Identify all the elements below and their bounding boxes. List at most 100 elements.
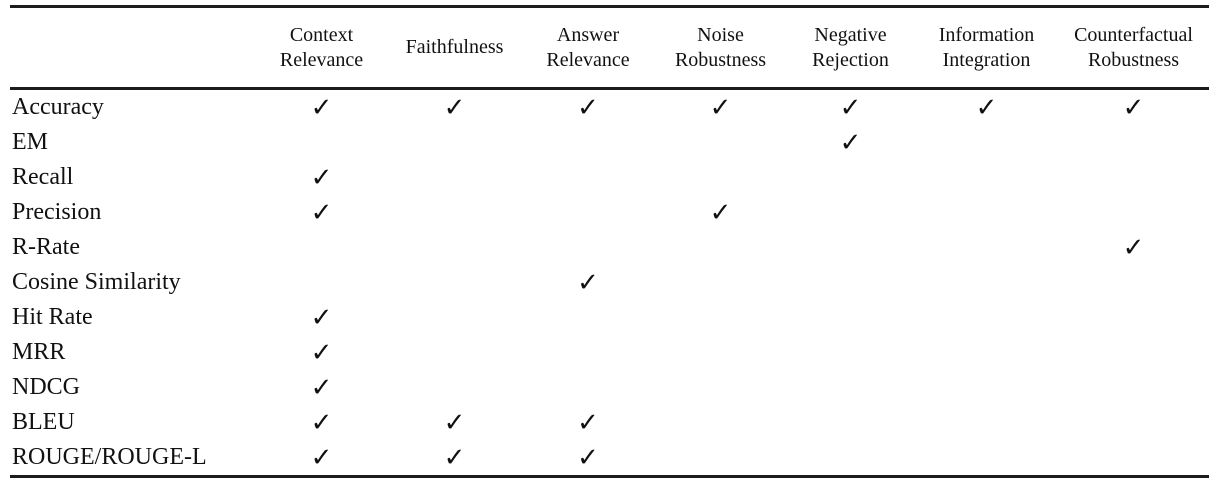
empty-cell (915, 230, 1058, 265)
check-mark: ✓ (839, 92, 862, 123)
check-mark: ✓ (709, 92, 732, 123)
empty-cell (655, 405, 786, 440)
empty-cell (388, 335, 521, 370)
table-header: Context Relevance Faithfulness Answer Re… (10, 6, 1209, 90)
empty-cell (255, 265, 388, 300)
check-mark: ✓ (577, 407, 599, 438)
empty-cell (655, 230, 786, 265)
table-row: BLEU ✓ ✓ ✓ (10, 405, 1209, 440)
check-mark: ✓ (443, 92, 466, 123)
empty-cell (655, 440, 786, 477)
metric-label: Hit Rate (12, 304, 93, 330)
empty-cell (388, 160, 521, 195)
empty-cell (915, 405, 1058, 440)
table-row: NDCG ✓ (10, 370, 1209, 405)
table-row: Recall ✓ (10, 160, 1209, 195)
table-row: Hit Rate ✓ (10, 300, 1209, 335)
empty-cell (786, 265, 915, 300)
metric-label: EM (12, 129, 48, 155)
empty-cell (1058, 405, 1209, 440)
check-mark: ✓ (310, 92, 333, 123)
metric-label: MRR (12, 339, 66, 365)
metric-label: Precision (12, 199, 102, 225)
column-header-information-integration: Information Integration (915, 6, 1058, 90)
check-mark: ✓ (1122, 232, 1145, 263)
table-row: R-Rate ✓ (10, 230, 1209, 265)
empty-cell (255, 125, 388, 160)
header-row: Context Relevance Faithfulness Answer Re… (10, 6, 1209, 90)
check-mark: ✓ (975, 92, 998, 123)
empty-cell (655, 335, 786, 370)
empty-cell (786, 300, 915, 335)
metric-label: Recall (12, 164, 74, 190)
empty-cell (388, 195, 521, 230)
check-mark: ✓ (310, 162, 333, 193)
empty-cell (786, 405, 915, 440)
empty-cell (388, 125, 521, 160)
check-mark: ✓ (443, 442, 466, 473)
empty-cell (786, 370, 915, 405)
column-header-counterfactual-robustness: Counterfactual Robustness (1058, 6, 1209, 90)
empty-cell (1058, 160, 1209, 195)
metric-label: BLEU (12, 409, 75, 435)
empty-cell (786, 195, 915, 230)
check-mark: ✓ (310, 372, 333, 403)
check-mark: ✓ (310, 407, 333, 438)
column-header-noise-robustness: Noise Robustness (655, 6, 786, 90)
empty-cell (786, 160, 915, 195)
empty-cell (521, 195, 655, 230)
check-mark: ✓ (310, 442, 333, 473)
empty-cell (521, 125, 655, 160)
empty-cell (1058, 125, 1209, 160)
empty-cell (915, 300, 1058, 335)
table-row: ROUGE/ROUGE-L ✓✓✓ (10, 440, 1209, 477)
metric-label: ROUGE/ROUGE-L (12, 444, 207, 470)
column-header-context-relevance: Context Relevance (255, 6, 388, 90)
check-mark: ✓ (443, 407, 466, 438)
empty-cell (521, 370, 655, 405)
check-mark: ✓ (839, 127, 862, 158)
column-header-faithfulness: Faithfulness (388, 6, 521, 90)
metric-label: Cosine Similarity (12, 269, 181, 295)
empty-cell (1058, 370, 1209, 405)
empty-cell (521, 300, 655, 335)
empty-cell (521, 335, 655, 370)
check-mark: ✓ (310, 197, 333, 228)
check-mark: ✓ (577, 267, 599, 298)
empty-cell (915, 370, 1058, 405)
empty-cell (1058, 265, 1209, 300)
table-row: EM ✓ (10, 125, 1209, 160)
empty-cell (255, 230, 388, 265)
empty-cell (1058, 195, 1209, 230)
empty-cell (915, 195, 1058, 230)
empty-cell (915, 335, 1058, 370)
empty-cell (655, 160, 786, 195)
empty-cell (1058, 300, 1209, 335)
metric-label: R-Rate (12, 234, 80, 260)
empty-cell (786, 335, 915, 370)
table-body: Accuracy ✓ ✓ ✓ ✓ ✓ ✓ ✓ EM ✓ Recall ✓ Precision… (10, 89, 1209, 477)
metric-label: NDCG (12, 374, 81, 400)
empty-cell (521, 160, 655, 195)
metrics-aspects-table: Context Relevance Faithfulness Answer Re… (10, 5, 1209, 478)
check-mark: ✓ (577, 92, 599, 123)
corner-cell (10, 6, 255, 90)
empty-cell (655, 125, 786, 160)
empty-cell (655, 300, 786, 335)
check-mark: ✓ (1122, 92, 1145, 123)
table-row: Precision ✓ ✓ (10, 195, 1209, 230)
column-header-negative-rejection: Negative Rejection (786, 6, 915, 90)
empty-cell (915, 265, 1058, 300)
empty-cell (915, 440, 1058, 477)
empty-cell (655, 265, 786, 300)
empty-cell (786, 440, 915, 477)
empty-cell (915, 125, 1058, 160)
table-row: Cosine Similarity ✓ (10, 265, 1209, 300)
metric-label: Accuracy (12, 94, 104, 120)
empty-cell (1058, 440, 1209, 477)
check-mark: ✓ (709, 197, 732, 228)
table-row: MRR ✓ (10, 335, 1209, 370)
empty-cell (1058, 335, 1209, 370)
empty-cell (521, 230, 655, 265)
